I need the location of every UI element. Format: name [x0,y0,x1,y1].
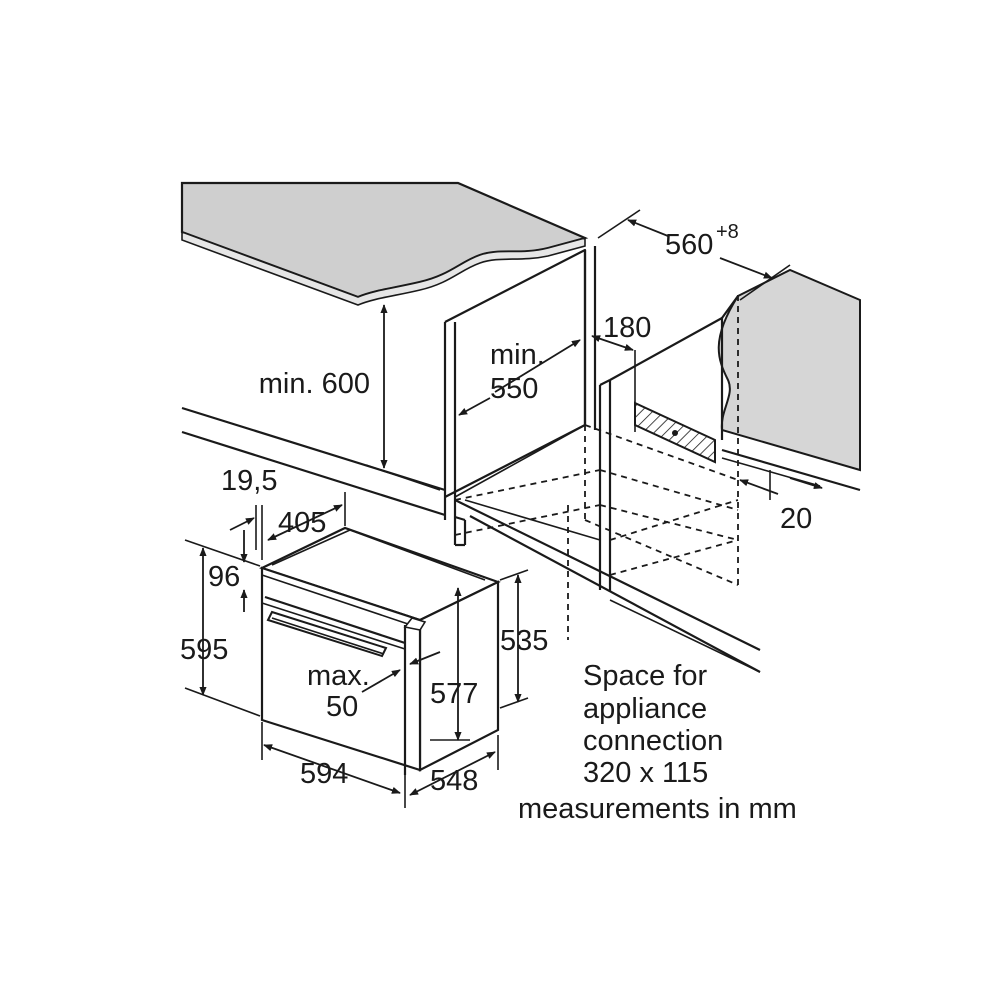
connection-note: Space for appliance connection 320 x 115 [583,660,723,789]
dimension-180: 180 [591,312,651,432]
label-595: 595 [180,634,228,666]
note-line-2: appliance [583,693,707,725]
label-min-550-line1: min. [490,339,545,371]
label-405: 405 [278,507,326,539]
label-max-50-line2: 50 [326,691,358,723]
units-note: measurements in mm [518,793,797,825]
dimension-595: 595 [180,539,261,717]
label-560: 560 [665,229,713,261]
dimension-535: 535 [499,569,548,709]
label-180: 180 [603,312,651,344]
connection-space-box [634,401,716,464]
label-min-600: min. 600 [259,368,370,400]
dimension-min-600: min. 600 [259,304,441,491]
label-19-5: 19,5 [221,465,277,497]
dimension-min-550: min. 550 [458,339,581,416]
dimension-594: 594 [261,722,406,808]
label-20: 20 [780,503,812,535]
label-560-tolerance: +8 [716,221,739,243]
dimension-548: 548 [409,735,499,797]
note-line-1: Space for [583,660,707,692]
label-min-550-line2: 550 [490,373,538,405]
oven [259,526,501,775]
note-line-3: connection [583,725,723,757]
cabinet-right-panel [598,295,739,592]
note-line-4: 320 x 115 [583,757,708,789]
worktop-right [717,268,861,492]
dimension-577: 577 [430,587,478,741]
dimension-19-5: 19,5 [221,465,277,560]
label-548: 548 [430,765,478,797]
niche-dashed-outline [454,295,739,640]
label-535: 535 [500,625,548,657]
label-96: 96 [208,561,240,593]
dimension-max-50: max. 50 [307,651,441,723]
dimension-20: 20 [739,470,823,535]
dimension-560: 560 +8 [597,209,791,301]
label-max-50-line1: max. [307,660,370,692]
dimension-405: 405 [267,492,346,541]
worktop-left [180,181,589,306]
dimension-96: 96 [208,530,248,612]
label-594: 594 [300,758,348,790]
label-577: 577 [430,678,478,710]
